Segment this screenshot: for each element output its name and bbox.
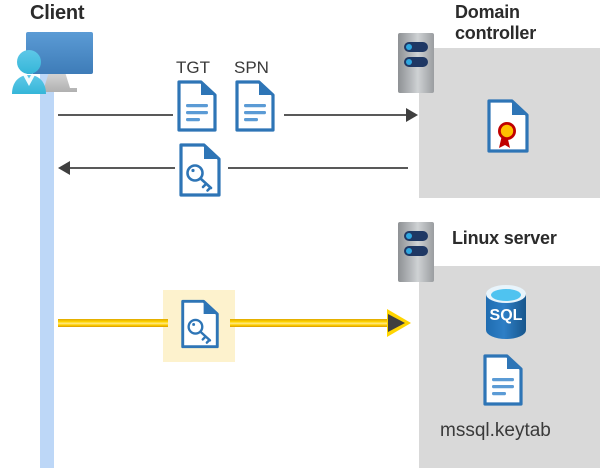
request-arrow-segment-right	[284, 114, 406, 116]
rack-slot	[404, 42, 428, 52]
rack-slot	[404, 231, 428, 241]
keytab-document-icon	[482, 354, 524, 406]
client-title: Client	[30, 2, 85, 24]
service-ticket-arrow-segment-left	[58, 319, 168, 327]
tgt-label: TGT	[176, 58, 210, 77]
sql-database-icon: SQL	[480, 284, 532, 342]
service-ticket-arrowhead	[386, 308, 412, 338]
rack-slot	[404, 57, 428, 67]
workstation-user-icon	[5, 24, 110, 99]
certificate-document-icon	[486, 99, 530, 153]
linux-server-server-rack-icon	[398, 222, 434, 282]
request-arrowhead	[406, 108, 418, 122]
client-lifeline	[40, 60, 54, 468]
response-arrowhead	[58, 161, 70, 175]
spn-document-icon	[234, 80, 276, 132]
domain-controller-server-rack-icon	[398, 33, 434, 93]
spn-label: SPN	[234, 58, 269, 77]
request-arrow-segment-left	[58, 114, 173, 116]
rack-slot	[404, 246, 428, 256]
keytab-filename-label: mssql.keytab	[440, 420, 551, 441]
response-arrow-segment-right	[228, 167, 408, 169]
domain-controller-title: Domain controller	[455, 2, 537, 43]
response-arrow-segment-left	[70, 167, 175, 169]
tgt-document-icon	[176, 80, 218, 132]
sql-badge-text: SQL	[490, 307, 523, 324]
key-document-icon	[178, 143, 222, 197]
service-ticket-arrow-segment-right	[230, 319, 388, 327]
linux-server-title: Linux server	[452, 228, 557, 248]
service-ticket-key-document-icon	[180, 298, 220, 350]
